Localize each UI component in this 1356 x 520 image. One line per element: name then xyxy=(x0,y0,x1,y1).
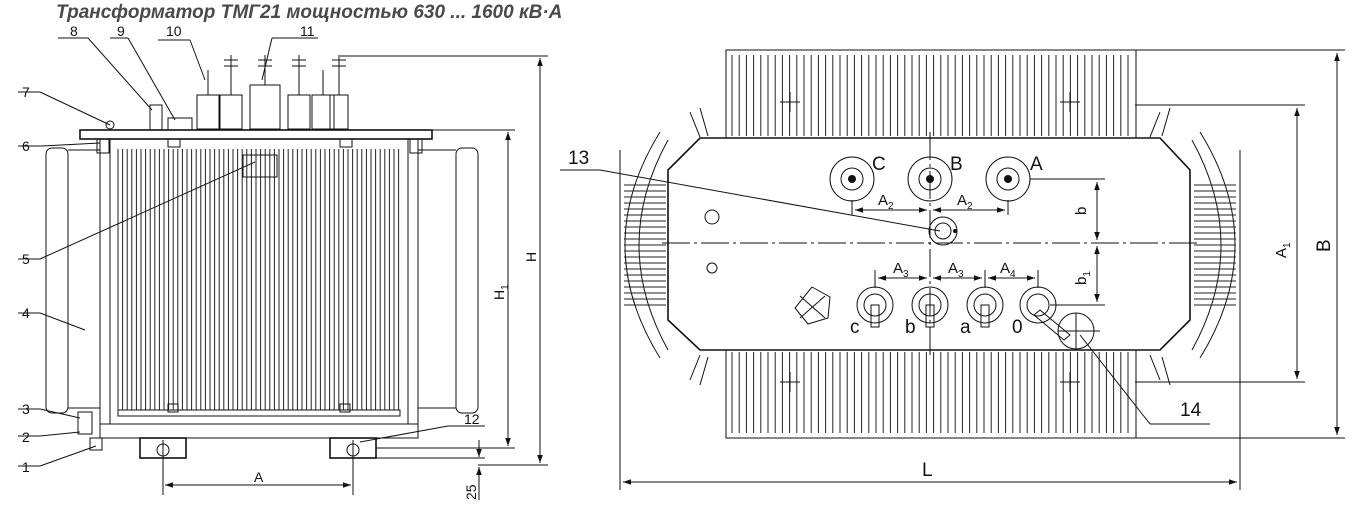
top-view-dimensions: A2 A2 A3 A3 A4 b b1 A1 B L xyxy=(619,49,1345,490)
dimension-A3-right-letter: A xyxy=(948,260,958,277)
callout-7: 7 xyxy=(22,84,30,100)
dimension-B: B xyxy=(1314,239,1335,252)
lv-terminal-b: b xyxy=(905,317,916,338)
bottom-radiator-bank xyxy=(725,349,1137,439)
right-radiator xyxy=(455,147,479,414)
callout-13: 13 xyxy=(568,148,589,169)
callout-6: 6 xyxy=(22,138,30,154)
lv-bushings xyxy=(856,286,1071,341)
dimension-H1-letter: H xyxy=(491,290,507,300)
dimension-A2-left: A2 xyxy=(878,192,894,212)
dimension-b1-letter: b xyxy=(1073,277,1090,285)
dimension-A2-right-letter: A xyxy=(957,192,967,209)
tank-body xyxy=(99,138,419,425)
hv-terminal-C: C xyxy=(872,154,886,175)
dimension-A3-left-sub: 3 xyxy=(903,269,909,280)
cooling-fins xyxy=(117,149,400,410)
side-view-dimensions: A H H1 25 xyxy=(165,55,548,500)
callout-1: 1 xyxy=(22,459,30,475)
callout-4: 4 xyxy=(22,305,30,321)
dimension-b1: b1 xyxy=(1073,271,1093,285)
dimension-A2-left-sub: 2 xyxy=(888,201,894,212)
top-radiator-bank xyxy=(725,49,1137,139)
drawing-title: Трансформатор ТМГ21 мощностью 630 ... 16… xyxy=(56,2,563,23)
callout-14: 14 xyxy=(1180,400,1202,421)
hv-terminal-B: B xyxy=(950,154,963,175)
dimension-b1-sub: 1 xyxy=(1082,271,1093,277)
dimension-b: b xyxy=(1073,207,1090,215)
tank-cover xyxy=(79,129,433,140)
dimension-A1: A1 xyxy=(1273,242,1293,258)
dimension-A3-left: A3 xyxy=(893,260,909,280)
callout-3: 3 xyxy=(22,401,30,417)
top-view xyxy=(624,49,1236,439)
callout-12: 12 xyxy=(464,411,480,427)
lv-terminal-c: c xyxy=(850,317,860,338)
dimension-A1-letter: A xyxy=(1273,248,1290,258)
dimension-A2-left-letter: A xyxy=(878,192,888,209)
dimension-A3-right: A3 xyxy=(948,260,964,280)
dimension-A4-sub: 4 xyxy=(1010,269,1016,280)
dimension-L: L xyxy=(922,460,933,481)
dimension-A1-sub: 1 xyxy=(1282,242,1293,248)
callout-10: 10 xyxy=(166,23,182,39)
callout-2: 2 xyxy=(22,429,30,445)
dimension-A2-right-sub: 2 xyxy=(967,201,973,212)
lv-terminal-0: 0 xyxy=(1012,317,1023,338)
lv-terminal-a: a xyxy=(960,317,971,338)
dimension-A3-left-letter: A xyxy=(893,260,903,277)
side-view-callouts xyxy=(18,37,485,467)
dimension-H: H xyxy=(523,252,539,262)
dimension-A4-letter: A xyxy=(1000,260,1010,277)
nameplate xyxy=(242,154,278,178)
callout-11: 11 xyxy=(300,23,315,39)
dimension-H1: H1 xyxy=(491,284,511,300)
dimension-A: A xyxy=(254,469,264,485)
callout-9: 9 xyxy=(117,23,125,39)
callout-5: 5 xyxy=(22,251,30,267)
dimension-A3-right-sub: 3 xyxy=(958,269,964,280)
dimension-A4: A4 xyxy=(1000,260,1016,280)
top-view-callouts xyxy=(560,169,1210,425)
cover-outline xyxy=(667,137,1191,351)
callout-8: 8 xyxy=(70,23,78,39)
left-radiator xyxy=(45,147,69,414)
side-view xyxy=(45,55,479,495)
dimension-A2-right: A2 xyxy=(957,192,973,212)
hv-terminal-A: A xyxy=(1030,154,1043,175)
dimension-H1-sub: 1 xyxy=(500,284,511,290)
dimension-clearance: 25 xyxy=(463,484,479,500)
